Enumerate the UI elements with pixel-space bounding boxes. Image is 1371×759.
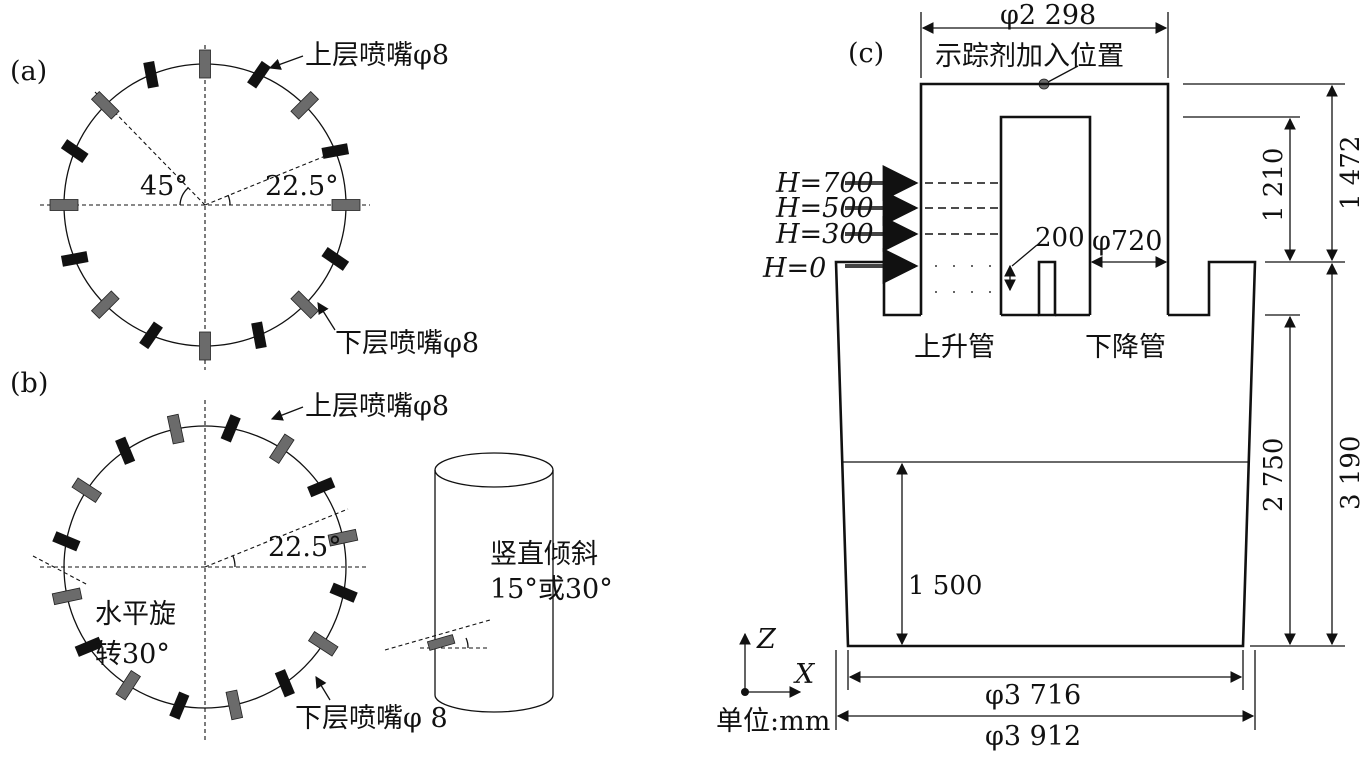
panel-b-lower-arrow — [315, 676, 331, 701]
tilt-nozzle — [426, 634, 456, 651]
panel-b-nozzle-upper — [115, 436, 136, 465]
panel-a-nozzle-upper — [139, 321, 163, 350]
panel-b-nozzle-lower — [269, 433, 295, 465]
tilt-cylinder: 竖直倾斜 15°或30° — [384, 452, 613, 713]
dim-2298-label: φ2 298 — [1000, 0, 1096, 31]
panel-b-nozzle-lower — [166, 413, 185, 445]
dim-1210-label: 1 210 — [1259, 148, 1289, 222]
panel-b-angle-22: 22.5° — [268, 532, 342, 563]
draft-tube-outer-top — [919, 82, 1170, 315]
dim-1472-label: 1 472 — [1336, 136, 1366, 210]
probe-lines — [845, 165, 1000, 293]
panel-a-angle-22: 22.5° — [265, 171, 339, 202]
panel-a-nozzle-lower — [290, 90, 320, 120]
cylinder-bottom — [434, 694, 554, 713]
panel-b-nozzle-upper — [274, 669, 295, 698]
panel-a-22-line — [204, 149, 341, 206]
panel-c: (c) φ2 298 示踪剂加入位置 H=700 H=500 — [716, 0, 1366, 752]
panel-a-nozzle-upper — [321, 143, 350, 159]
unit-label: 单位:mm — [716, 706, 830, 737]
tracer-label: 示踪剂加入位置 — [935, 41, 1124, 72]
panel-b-nozzle-lower — [225, 689, 244, 721]
panel-b-rot-label-1: 水平旋 — [95, 599, 176, 630]
panel-b-nozzle-upper — [329, 582, 358, 603]
panel-a-nozzle-upper — [247, 60, 271, 89]
panel-a-nozzle-lower — [49, 199, 79, 211]
panel-b-nozzle-lower — [51, 587, 83, 606]
panel-b-upper-arrow — [270, 406, 304, 421]
dim-200-leader — [1011, 244, 1038, 267]
riser-label: 上升管 — [914, 332, 995, 363]
center-baffle — [1037, 260, 1057, 317]
panel-b-upper-nozzle-label: 上层喷嘴φ8 — [305, 391, 449, 422]
tilt-guide-line — [384, 619, 491, 651]
panel-b-nozzle-lower — [71, 477, 103, 503]
panel-a-nozzle-lower — [90, 90, 120, 120]
panel-b-nozzle-upper — [220, 414, 241, 443]
panel-b-nozzle-upper — [169, 691, 190, 720]
dim-200-label: 200 — [1035, 223, 1085, 253]
panel-b-tag: (b) — [10, 368, 48, 399]
panel-b-nozzle-upper — [74, 636, 103, 657]
panel-b-22-line — [204, 508, 349, 568]
panel-a-nozzle-lower — [90, 290, 120, 320]
panel-a-arc-45 — [179, 187, 189, 206]
dim-720-label: φ720 — [1092, 226, 1162, 257]
panel-a-45-line — [94, 91, 206, 206]
panel-a-nozzle-lower — [290, 290, 320, 320]
draft-tube-inner — [999, 115, 1092, 315]
label-h0: H=0 — [762, 253, 826, 284]
panel-a-nozzle-lower — [331, 199, 361, 211]
axis-z-label: Z — [756, 624, 777, 655]
label-h300: H=300 — [775, 219, 874, 250]
panel-b-rot-line — [32, 555, 89, 586]
panel-a-nozzle-lower — [199, 49, 211, 79]
vessel-body — [834, 260, 1257, 648]
panel-a-nozzles — [49, 49, 361, 361]
panel-c-tag: (c) — [848, 38, 884, 69]
dim-2750-label: 2 750 — [1259, 438, 1289, 512]
panel-a-nozzle-upper — [60, 251, 89, 267]
tilt-arc — [465, 637, 469, 649]
panel-a-nozzle-upper — [143, 60, 159, 89]
panel-b-lower-nozzle-label: 下层喷嘴φ 8 — [295, 703, 448, 734]
panel-b-nozzles — [51, 413, 359, 721]
panel-a-tag: (a) — [10, 56, 47, 87]
panel-b-rot-label-2: 转30° — [95, 639, 170, 670]
panel-b-arc-22 — [232, 555, 236, 568]
panel-b-nozzle-lower — [307, 631, 339, 657]
panel-b-nozzle-lower — [115, 669, 141, 701]
dim-3912-label: φ3 912 — [985, 721, 1081, 752]
panel-b-nozzle-lower — [327, 528, 359, 547]
panel-b: (b) 22.5° 水平旋 转30° 上层喷嘴φ8 下层喷嘴φ 8 竖直倾斜 1… — [10, 368, 613, 740]
panel-a-nozzle-upper — [251, 321, 267, 350]
panel-b-tilt-label-2: 15°或30° — [490, 574, 613, 605]
dim-3716-label: φ3 716 — [985, 680, 1081, 711]
dim-3190-label: 3 190 — [1336, 436, 1366, 510]
panel-b-nozzle-upper — [307, 477, 336, 498]
panel-b-tilt-label-1: 竖直倾斜 — [490, 539, 598, 570]
axis-x-label: X — [793, 659, 816, 690]
panel-a-lower-arrow — [317, 302, 336, 331]
dim-1500-label: 1 500 — [908, 571, 982, 601]
label-h500: H=500 — [775, 193, 874, 224]
panel-a-angle-45: 45° — [140, 171, 188, 202]
panel-a: (a) 45° 22.5° 上层喷嘴φ8 下层喷嘴φ8 — [10, 40, 479, 370]
panel-b-nozzle-upper — [52, 531, 81, 552]
panel-a-upper-nozzle-label: 上层喷嘴φ8 — [305, 40, 449, 71]
panel-a-nozzle-lower — [199, 331, 211, 361]
panel-a-upper-arrow — [268, 55, 304, 70]
panel-a-nozzle-upper — [60, 139, 89, 163]
axis-origin — [741, 688, 749, 696]
panel-a-lower-nozzle-label: 下层喷嘴φ8 — [335, 328, 479, 359]
cylinder-top — [434, 452, 554, 488]
panel-a-arc-22 — [227, 194, 231, 206]
panel-a-nozzle-upper — [321, 247, 350, 271]
downcomer-label: 下降管 — [1085, 332, 1166, 363]
tracer-leader — [1047, 65, 1079, 83]
label-h700: H=700 — [775, 168, 874, 199]
